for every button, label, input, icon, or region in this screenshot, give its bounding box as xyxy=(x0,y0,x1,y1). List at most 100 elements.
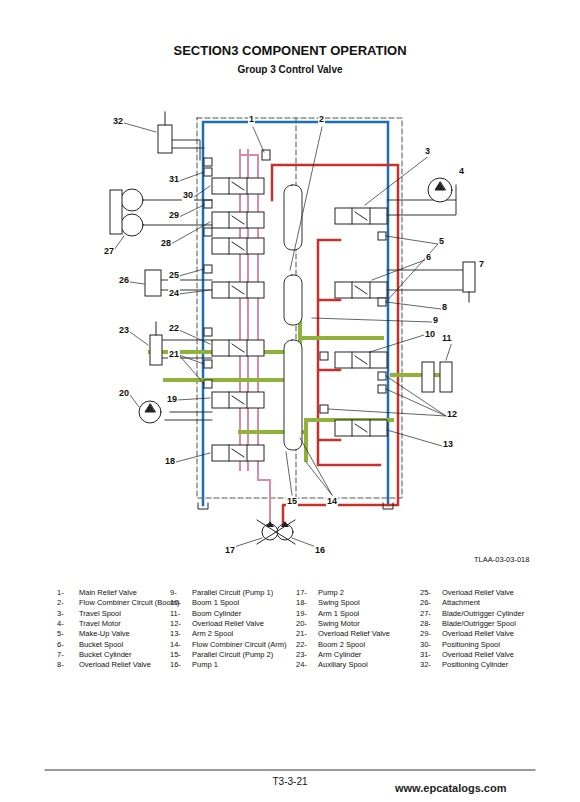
legend-name: Attachment xyxy=(442,599,480,607)
legend-name: Flow Combiner Circuit (Boom) xyxy=(79,599,179,607)
legend-number: 7- xyxy=(57,651,64,659)
legend-number: 19- xyxy=(296,610,307,618)
callout-number: 17 xyxy=(224,546,236,556)
legend-name: Overload Relief Valve xyxy=(192,620,264,628)
callout-number: 19 xyxy=(166,395,178,405)
legend-name: Boom 1 Spool xyxy=(192,599,239,607)
legend-name: Overload Relief Valve xyxy=(79,661,151,669)
legend-number: 30- xyxy=(420,641,431,649)
callout-number: 21 xyxy=(168,350,180,360)
callout-number: 31 xyxy=(168,175,180,185)
legend-number: 10- xyxy=(170,599,181,607)
legend-name: Travel Motor xyxy=(79,620,121,628)
legend-name: Parallel Circuit (Pump 1) xyxy=(192,589,273,597)
callout-number: 12 xyxy=(446,410,458,420)
legend-name: Arm Cylinder xyxy=(318,651,361,659)
legend-name: Overload Relief Valve xyxy=(318,630,390,638)
callout-number: 9 xyxy=(432,316,439,326)
legend-name: Flow Combiner Circuit (Arm) xyxy=(192,641,287,649)
legend-number: 26- xyxy=(420,599,431,607)
legend-name: Positioning Cylinder xyxy=(442,661,508,669)
callout-number: 4 xyxy=(458,167,465,177)
callout-number: 10 xyxy=(424,330,436,340)
callout-number: 20 xyxy=(118,389,130,399)
legend-name: Arm 1 Spool xyxy=(318,610,359,618)
callout-number: 1 xyxy=(248,115,255,125)
callout-number: 27 xyxy=(103,247,115,257)
callout-number: 8 xyxy=(441,303,448,313)
legend-number: 14- xyxy=(170,641,181,649)
legend-number: 1- xyxy=(57,589,64,597)
legend-number: 22- xyxy=(296,641,307,649)
legend-number: 25- xyxy=(420,589,431,597)
callout-number: 13 xyxy=(442,440,454,450)
legend-number: 11- xyxy=(170,610,180,618)
legend-number: 29- xyxy=(420,630,431,638)
legend-name: Boom 2 Spool xyxy=(318,641,365,649)
legend-number: 21- xyxy=(296,630,307,638)
legend-name: Travel Spool xyxy=(79,610,121,618)
legend-number: 13- xyxy=(170,630,181,638)
callout-number: 26 xyxy=(118,276,130,286)
legend-number: 32- xyxy=(420,661,431,669)
legend-number: 6- xyxy=(57,641,64,649)
legend-name: Overload Relief Valve xyxy=(442,589,514,597)
callout-number: 25 xyxy=(168,271,180,281)
legend-name: Bucket Spool xyxy=(79,641,123,649)
legend-name: Parallel Circuit (Pump 2) xyxy=(192,651,273,659)
legend-number: 31- xyxy=(420,651,431,659)
legend-name: Bucket Cylinder xyxy=(79,651,132,659)
callout-number: 29 xyxy=(168,211,180,221)
callout-number: 16 xyxy=(314,546,326,556)
page-title: SECTION3 COMPONENT OPERATION xyxy=(0,44,580,58)
legend-number: 17- xyxy=(296,589,307,597)
callout-number: 18 xyxy=(164,457,176,467)
legend-number: 24- xyxy=(296,661,307,669)
legend-number: 5- xyxy=(57,630,64,638)
legend-number: 9- xyxy=(170,589,177,597)
callout-number: 6 xyxy=(425,253,432,263)
legend-number: 8- xyxy=(57,661,64,669)
legend-name: Swing Motor xyxy=(318,620,360,628)
legend-number: 12- xyxy=(170,620,181,628)
legend-name: Boom Cylinder xyxy=(192,610,241,618)
figure-code: TLAA-03-03-018 xyxy=(474,556,529,564)
callout-number: 2 xyxy=(318,115,325,125)
callout-number: 24 xyxy=(168,289,180,299)
legend-name: Positioning Spool xyxy=(442,641,500,649)
callout-number: 32 xyxy=(112,117,124,127)
callout-number: 14 xyxy=(326,497,338,507)
watermark: www.epcatalogs.com xyxy=(395,782,506,794)
callout-number: 7 xyxy=(478,260,485,270)
callout-number: 28 xyxy=(160,239,172,249)
legend-name: Blade/Outrigger Spool xyxy=(442,620,516,628)
legend-number: 4- xyxy=(57,620,64,628)
legend-number: 3- xyxy=(57,610,64,618)
legend-number: 28- xyxy=(420,620,431,628)
legend-number: 20- xyxy=(296,620,307,628)
legend-number: 23- xyxy=(296,651,307,659)
legend-name: Arm 2 Spool xyxy=(192,630,233,638)
legend-number: 2- xyxy=(57,599,64,607)
legend-name: Blade/Outrigger Cylinder xyxy=(442,610,524,618)
callout-number: 30 xyxy=(182,191,194,201)
subtitle: Group 3 Control Valve xyxy=(0,64,580,75)
legend-name: Make-Up Valve xyxy=(79,630,130,638)
legend-name: Pump 1 xyxy=(192,661,218,669)
legend-number: 27- xyxy=(420,610,431,618)
legend-name: Swing Spool xyxy=(318,599,360,607)
legend-name: Pump 2 xyxy=(318,589,344,597)
legend-name: Overload Relief Valve xyxy=(442,651,514,659)
callout-number: 3 xyxy=(424,147,431,157)
legend-name: Main Relief Valve xyxy=(79,589,137,597)
callout-number: 22 xyxy=(168,324,180,334)
legend-number: 15- xyxy=(170,651,181,659)
callout-number: 5 xyxy=(438,237,445,247)
callout-number: 15 xyxy=(286,497,298,507)
legend-number: 18- xyxy=(296,599,307,607)
legend-number: 16- xyxy=(170,661,181,669)
callout-number: 11 xyxy=(441,334,453,344)
legend-name: Overload Relief Valve xyxy=(442,630,514,638)
